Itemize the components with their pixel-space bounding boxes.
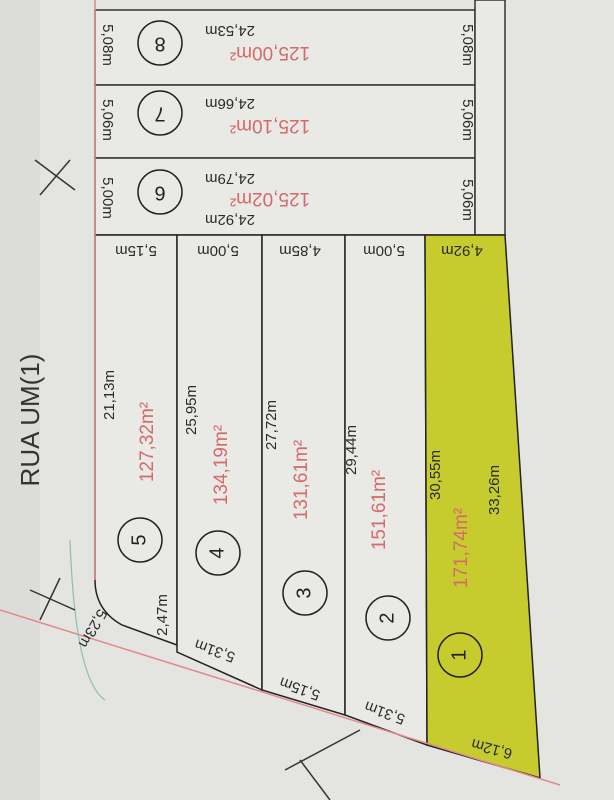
lot8-left-dim: 5,08m: [99, 24, 116, 66]
boundary-line-bottom: [0, 609, 561, 786]
lot1-front-dim: 4,92m: [441, 242, 483, 259]
survey-cross-icon: [29, 159, 361, 800]
lot4-area: 134,19m²: [211, 425, 232, 505]
lot7-number: 7: [154, 103, 165, 125]
lot8-number: 8: [154, 33, 165, 55]
lot1-area: 171,74m²: [451, 508, 472, 588]
lot8-area: 125,00m²: [230, 42, 310, 63]
lot7-number-circle: [137, 90, 183, 136]
lot8-number-circle: [137, 20, 183, 66]
lot6-number: 6: [154, 182, 165, 204]
lot3-front-dim: 4,85m: [279, 242, 321, 259]
lot5-corner-dim: 2,47m: [154, 594, 171, 636]
lot5-front-dim: 5,15m: [115, 242, 157, 259]
lot6-right-dim: 5,06m: [459, 179, 476, 221]
lot2-side-dim: 29,44m: [343, 425, 360, 475]
lot-5[interactable]: [94, 234, 178, 647]
lot7-side-dim: 24,66m: [205, 95, 255, 112]
lot8-side-dim: 24,53m: [205, 22, 255, 39]
lot3-number: 3: [293, 587, 315, 598]
street-label: RUA UM(1): [15, 354, 45, 487]
lot4-number: 4: [206, 547, 228, 558]
lot1-number-circle: [437, 632, 483, 678]
lot2-front-dim: 5,00m: [363, 242, 405, 259]
lot5-number-circle: [117, 517, 163, 563]
lot2-number-circle: [365, 595, 411, 641]
lot6-left-dim: 5,00m: [99, 177, 116, 219]
lot4-front-dim: 5,00m: [197, 242, 239, 259]
lot7-area: 125,10m²: [230, 115, 310, 136]
lot5-number: 5: [128, 534, 150, 545]
lot1-side-dim-a: 30,55m: [427, 450, 444, 500]
lot4-side-dim: 25,95m: [183, 385, 200, 435]
lot8-right-dim: 5,08m: [459, 24, 476, 66]
lot6-side-dim-a: 24,92m: [205, 211, 255, 228]
lot7-right-dim: 5,06m: [459, 99, 476, 141]
lot2-number: 2: [376, 612, 398, 623]
lot4-number-circle: [195, 530, 241, 576]
lot5-area: 127,32m²: [137, 402, 158, 482]
lot7-left-dim: 5,06m: [99, 99, 116, 141]
lot1-side-dim-b: 33,26m: [486, 465, 503, 515]
lot1-number: 1: [448, 649, 470, 660]
lot3-area: 131,61m²: [291, 440, 312, 520]
lot3-side-dim: 27,72m: [263, 400, 280, 450]
lot3-number-circle: [282, 570, 328, 616]
lot6-number-circle: [137, 169, 183, 215]
curb-arc: [69, 539, 106, 701]
right-strip: [474, 0, 506, 236]
lot5-side-dim: 21,13m: [101, 370, 118, 420]
lot6-area: 125,02m²: [230, 188, 310, 209]
lot2-area: 151,61m²: [369, 470, 390, 550]
lot6-side-dim-b: 24,79m: [205, 170, 255, 187]
